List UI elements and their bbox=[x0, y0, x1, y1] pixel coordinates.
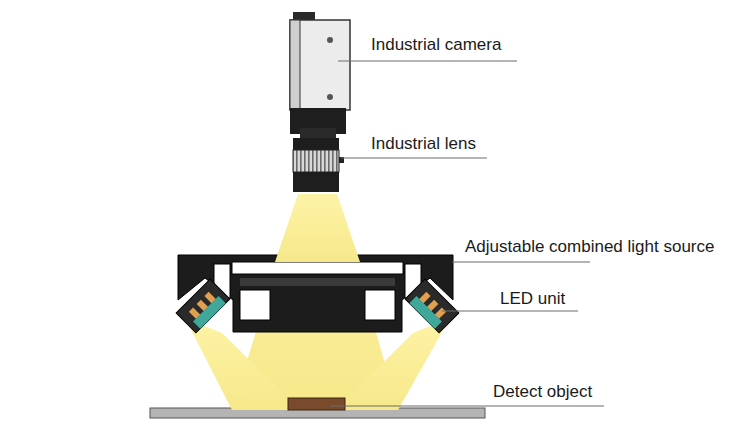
part-label: LED unit bbox=[500, 289, 565, 309]
industrial-lens bbox=[293, 138, 344, 192]
leader-lines bbox=[330, 61, 604, 406]
detect-object bbox=[288, 398, 345, 410]
part-label: Industrial camera bbox=[371, 35, 501, 55]
part-label: Industrial lens bbox=[371, 134, 476, 154]
right-led-unit bbox=[405, 279, 459, 333]
part-label: Adjustable combined light source bbox=[465, 237, 714, 257]
left-led-unit bbox=[176, 279, 230, 333]
industrial-camera bbox=[290, 12, 350, 138]
part-label: Detect object bbox=[493, 382, 592, 402]
light-source-housing bbox=[178, 194, 453, 332]
